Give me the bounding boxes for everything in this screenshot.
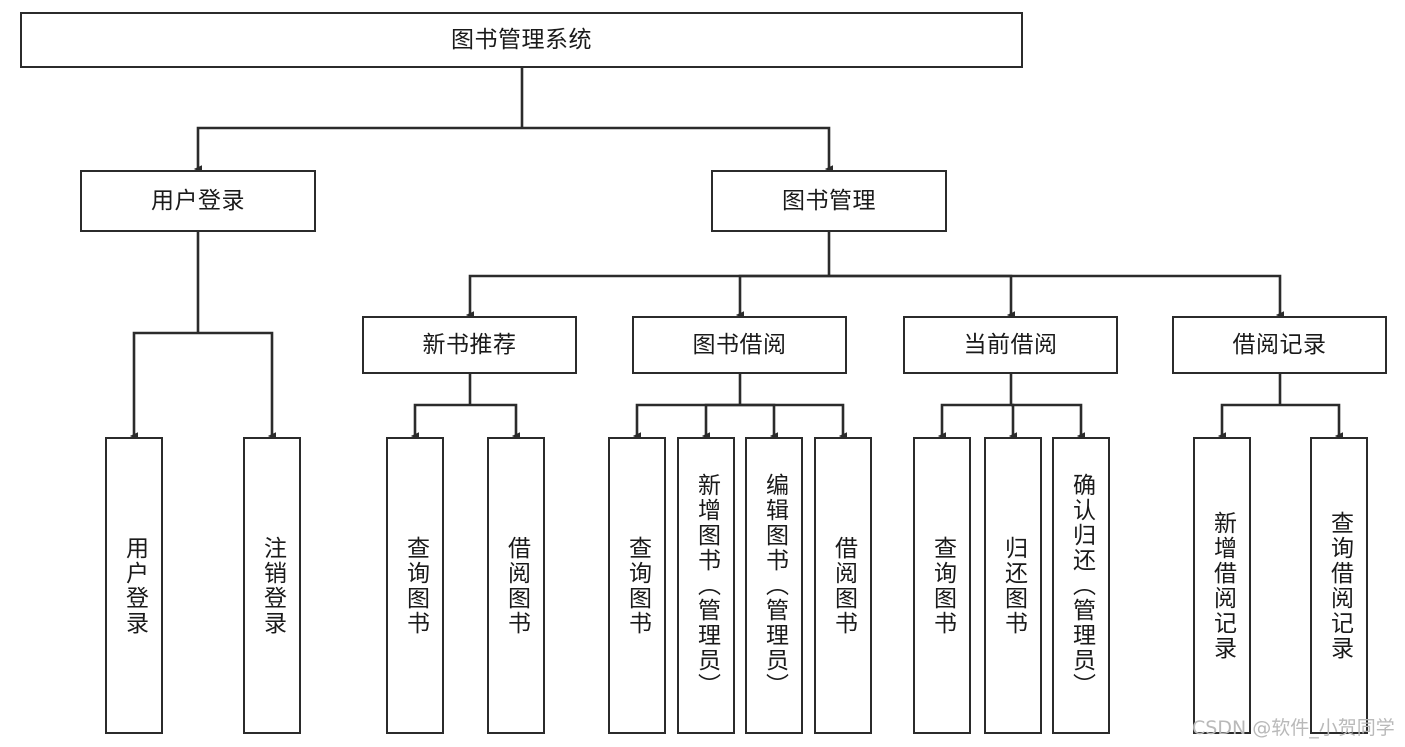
node-book-mgmt[interactable]: 图书管理 [711,170,947,232]
node-borrow-record[interactable]: 借阅记录 [1172,316,1387,374]
node-label-current-borrow: 当前借阅 [963,331,1058,358]
node-leaf-cb-return[interactable]: 归还图书 [984,437,1042,734]
edge-book-borrow-to-leaf-bb-add [701,403,740,440]
node-label-leaf-rec-query: 查询图书 [402,535,429,636]
edge-book-mgmt-to-current-borrow [829,274,1016,319]
node-leaf-user-logout[interactable]: 注销登录 [243,437,301,734]
node-leaf-cb-confirm[interactable]: 确认归还（管理员） [1052,437,1110,734]
node-label-leaf-cb-confirm: 确认归还（管理员） [1068,473,1095,698]
node-label-leaf-bb-edit: 编辑图书（管理员） [761,473,788,698]
edge-book-mgmt-to-new-book-rec [465,274,829,319]
node-leaf-rec-borrow[interactable]: 借阅图书 [487,437,545,734]
node-label-leaf-rec-borrow: 借阅图书 [503,535,530,636]
node-label-leaf-br-add: 新增借阅记录 [1209,510,1236,661]
node-label-leaf-bb-query: 查询图书 [624,535,651,636]
edge-root-to-book-mgmt [522,126,834,173]
node-label-user-login: 用户登录 [151,187,245,214]
edge-current-borrow-to-leaf-cb-confirm [1011,403,1086,440]
node-leaf-user-login[interactable]: 用户登录 [105,437,163,734]
node-book-borrow[interactable]: 图书借阅 [632,316,847,374]
node-label-book-mgmt: 图书管理 [782,187,876,214]
node-root[interactable]: 图书管理系统 [20,12,1023,68]
edge-user-login-to-leaf-user-logout [198,331,277,440]
edge-book-borrow-to-leaf-bb-edit [740,403,779,440]
edge-book-mgmt-to-borrow-record [829,274,1285,319]
node-label-new-book-rec: 新书推荐 [422,331,517,358]
node-label-root: 图书管理系统 [451,26,592,53]
node-label-borrow-record: 借阅记录 [1232,331,1327,358]
node-new-book-rec[interactable]: 新书推荐 [362,316,577,374]
node-leaf-bb-edit[interactable]: 编辑图书（管理员） [745,437,803,734]
node-leaf-bb-add[interactable]: 新增图书（管理员） [677,437,735,734]
node-leaf-br-query[interactable]: 查询借阅记录 [1310,437,1368,734]
node-label-leaf-bb-borrow: 借阅图书 [830,535,857,636]
node-user-login[interactable]: 用户登录 [80,170,316,232]
edge-borrow-record-to-leaf-br-query [1280,403,1344,440]
node-label-leaf-user-logout: 注销登录 [259,535,286,636]
node-label-book-borrow: 图书借阅 [692,331,787,358]
edge-current-borrow-to-leaf-cb-return [1008,403,1018,440]
node-current-borrow[interactable]: 当前借阅 [903,316,1118,374]
edge-root-to-user-login [193,126,522,173]
edge-current-borrow-to-leaf-cb-query [937,403,1011,440]
node-leaf-cb-query[interactable]: 查询图书 [913,437,971,734]
node-leaf-bb-query[interactable]: 查询图书 [608,437,666,734]
edge-book-borrow-to-leaf-bb-query [632,403,740,440]
node-leaf-rec-query[interactable]: 查询图书 [386,437,444,734]
edge-borrow-record-to-leaf-br-add [1217,403,1280,440]
node-label-leaf-bb-add: 新增图书（管理员） [693,473,720,698]
node-label-leaf-user-login: 用户登录 [121,535,148,636]
edge-new-book-rec-to-leaf-rec-query [410,403,470,440]
edge-book-mgmt-to-book-borrow [735,274,829,319]
node-label-leaf-cb-return: 归还图书 [1000,535,1027,636]
edge-book-borrow-to-leaf-bb-borrow [740,403,848,440]
watermark-label: CSDN @软件_小贺同学 [1192,717,1395,739]
edge-new-book-rec-to-leaf-rec-borrow [470,403,521,440]
edge-paths [129,68,1344,440]
edge-user-login-to-leaf-user-login [129,331,198,440]
node-leaf-br-add[interactable]: 新增借阅记录 [1193,437,1251,734]
node-leaf-bb-borrow[interactable]: 借阅图书 [814,437,872,734]
node-label-leaf-br-query: 查询借阅记录 [1326,510,1353,661]
node-label-leaf-cb-query: 查询图书 [929,535,956,636]
